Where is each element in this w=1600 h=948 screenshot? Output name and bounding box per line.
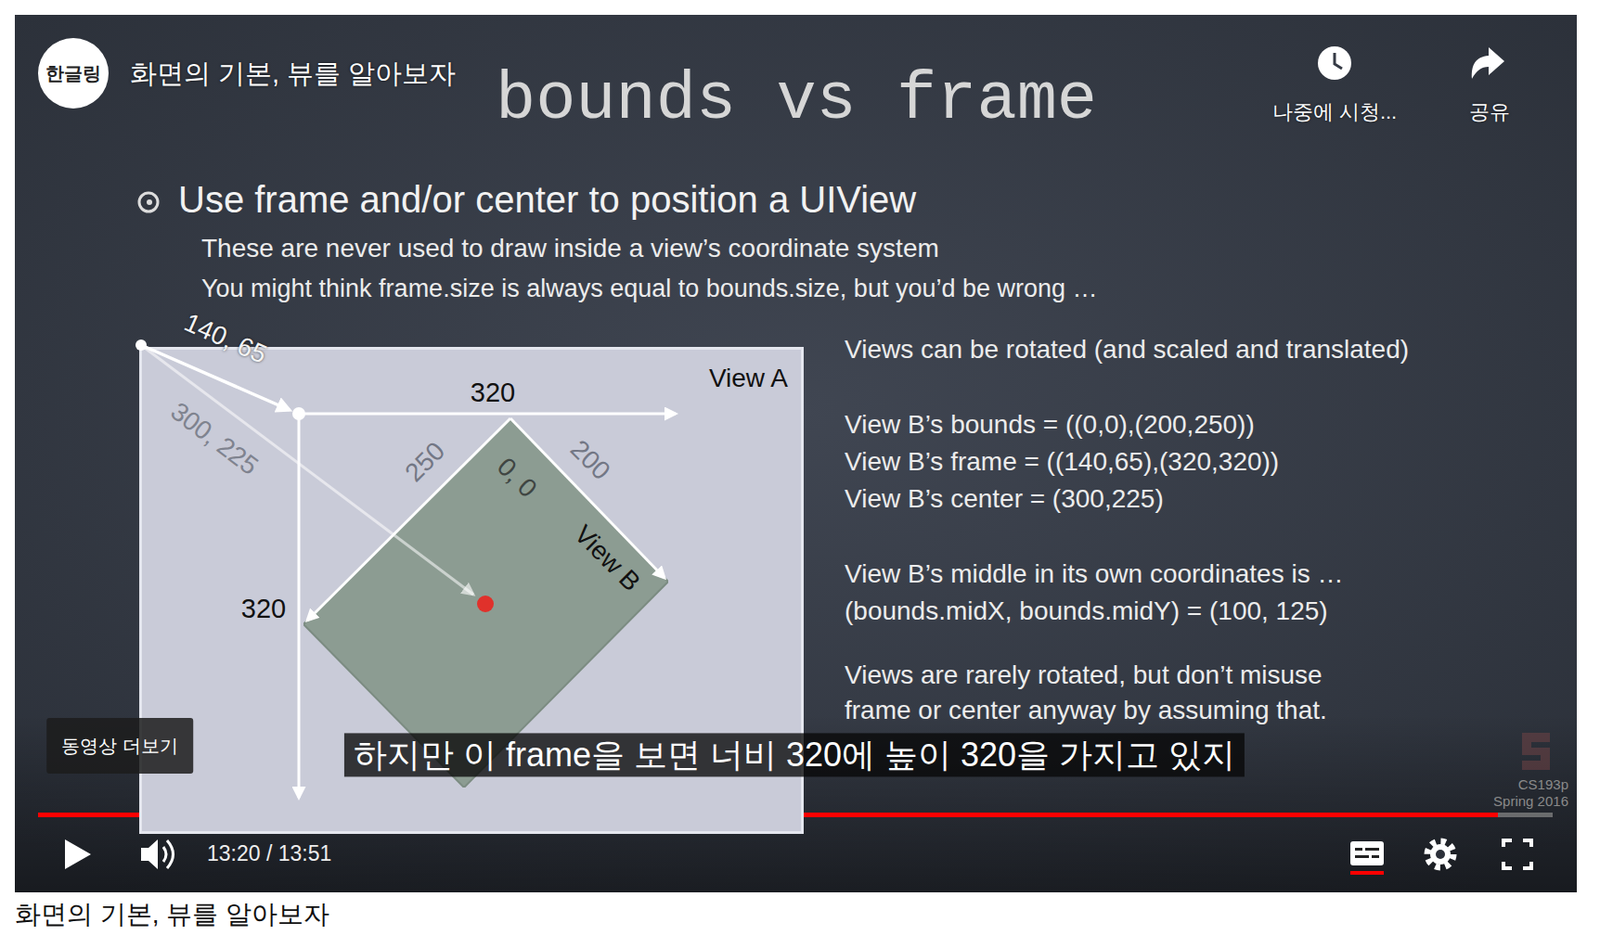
share-label: 공유 <box>1469 100 1510 125</box>
note-text: View B’s middle in its own coordinates i… <box>844 558 1343 591</box>
watermark: CS193p <box>1518 776 1569 794</box>
time-display: 13:20 / 13:51 <box>206 841 332 868</box>
video-caption: 화면의 기본, 뷰를 알아보자 <box>14 899 330 931</box>
dimension-label: 200 <box>564 434 618 488</box>
bullet-symbol <box>139 193 158 212</box>
slide-title: bounds vs frame <box>495 60 1097 141</box>
dimension-label: 320 <box>470 376 516 410</box>
property-line: View B’s center = (300,225) <box>844 483 1164 516</box>
sub-point: These are never used to draw inside a vi… <box>201 232 940 265</box>
stanford-logo <box>1522 733 1550 771</box>
captions-icon <box>1350 841 1384 876</box>
share-icon <box>1471 47 1505 79</box>
node-label: View A <box>709 362 788 395</box>
note-text: Views are rarely rotated, but don’t misu… <box>844 659 1323 692</box>
view-outline <box>303 418 669 788</box>
more-videos-button: 동영상 더보기 <box>46 718 194 775</box>
coordinate-label: 140, 65 <box>179 307 271 372</box>
volume-icon <box>141 839 174 870</box>
chalkboard <box>14 14 1577 893</box>
video-title: 화면의 기본, 뷰를 알아보자 <box>129 57 456 91</box>
note-text: frame or center anyway by assuming that. <box>844 695 1328 727</box>
coordinate-label: 300, 225 <box>164 396 264 482</box>
settings-icon <box>1427 841 1454 868</box>
property-line: View B’s frame = ((140,65),(320,320)) <box>844 446 1279 478</box>
subtitle: 하지만 이 frame을 보면 너비 320에 높이 320을 가지고 있지 <box>344 733 1245 777</box>
dimension-label: 250 <box>399 436 452 490</box>
watermark: Spring 2016 <box>1493 793 1569 811</box>
fullscreen-icon <box>1503 840 1532 869</box>
sub-point: You might think frame.size is always equ… <box>201 273 1098 304</box>
note-text: Views can be rotated (and scaled and tra… <box>844 334 1409 366</box>
bullet-heading: Use frame and/or center to position a UI… <box>178 177 917 222</box>
channel-name: 한글링 <box>45 62 102 85</box>
property-line: (bounds.midX, bounds.midY) = (100, 125) <box>844 595 1329 628</box>
view-outline <box>303 418 669 788</box>
center-dot <box>477 595 494 613</box>
clock-icon <box>1317 46 1352 80</box>
play-icon <box>64 839 91 870</box>
coordinate-arrows <box>135 339 676 799</box>
property-line: View B’s bounds = ((0,0),(200,250)) <box>844 409 1255 441</box>
rotated-view: View B <box>303 418 669 788</box>
origin-label: 0, 0 <box>490 451 544 505</box>
dimension-label: 320 <box>241 593 286 626</box>
channel-avatar <box>38 38 109 109</box>
watch-later-label: 나중에 시청... <box>1272 100 1397 125</box>
